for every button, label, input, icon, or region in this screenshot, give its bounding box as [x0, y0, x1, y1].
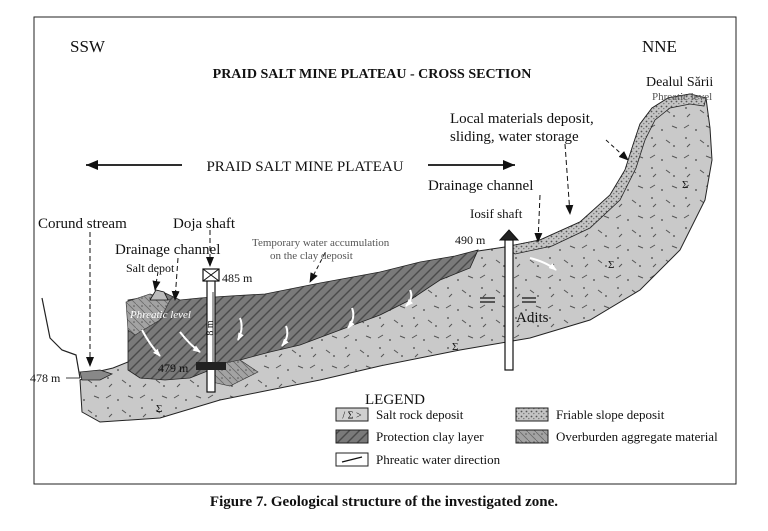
water-arrow-3 [237, 317, 244, 341]
legend-phreatic-arrow-icon [341, 456, 363, 463]
legend-swatch-overburden [515, 429, 549, 444]
leader-local-materials [564, 143, 574, 215]
label-salt-depot: Salt depot [126, 261, 175, 275]
figure-caption: Figure 7. Geological structure of the in… [209, 494, 559, 510]
legend-title: LEGEND [365, 392, 425, 408]
plateau-arrowhead-right [503, 160, 515, 170]
leader-temp-water [309, 252, 326, 283]
label-local-materials-line1: Local materials deposit, [450, 111, 594, 127]
water-arrow-6 [405, 289, 414, 307]
legend-swatch-salt-symbol: / Σ > [342, 411, 362, 422]
label-iosif-shaft: Iosif shaft [470, 206, 523, 221]
legend-label-salt-rock: Salt rock deposit [376, 407, 464, 422]
water-arrow-1 [141, 329, 161, 357]
leader-drainage-left [171, 257, 180, 301]
legend-swatch-salt-rock [335, 407, 369, 422]
iosif-shaft [504, 239, 514, 371]
water-arrow-4 [281, 325, 289, 347]
sigma-mark: Σ [608, 259, 614, 271]
stream-bed [79, 369, 114, 381]
label-elev-478: 478 m [30, 371, 61, 385]
label-phreatic-level-right: Phreatic level [652, 91, 712, 103]
water-arrow-2 [179, 331, 201, 353]
legend-swatch-clay [335, 429, 369, 444]
direction-ssw: SSW [70, 37, 106, 56]
water-arrow-7 [529, 257, 557, 271]
label-drainage-channel-right: Drainage channel [428, 178, 533, 194]
legend-label-clay: Protection clay layer [376, 429, 484, 444]
leader-salt-depot [152, 271, 161, 291]
legend-swatch-friable [515, 407, 549, 422]
legend-label-phreatic: Phreatic water direction [376, 452, 501, 467]
label-elev-485: 485 m [222, 271, 253, 285]
water-arrow-5 [347, 307, 355, 329]
label-temp-water-line2: on the clay deposit [270, 250, 353, 262]
valley-slope [41, 297, 81, 379]
overburden-aggregate-material [125, 293, 171, 336]
plateau-label: PRAID SALT MINE PLATEAU [206, 159, 403, 175]
doja-shaft-head-cross [202, 268, 220, 282]
iosif-shaft-head [498, 229, 520, 241]
label-shaft-depth: 8 m [205, 320, 216, 336]
label-elev-490: 490 m [455, 233, 486, 247]
sigma-mark: Σ [156, 403, 162, 415]
label-temp-water-line1: Temporary water accumulation [252, 237, 390, 249]
leader-local-materials-2 [605, 139, 629, 161]
adits-marks [480, 297, 536, 303]
legend-label-friable: Friable slope deposit [556, 407, 665, 422]
plateau-arrowhead-left [86, 160, 98, 170]
legend: LEGEND / Σ > Salt rock deposit Protectio… [335, 392, 718, 467]
friable-slope-deposit [504, 93, 707, 255]
label-doja-shaft: Doja shaft [173, 216, 236, 232]
label-elev-479: 479 m [158, 361, 189, 375]
label-corund-stream: Corund stream [38, 216, 127, 232]
label-drainage-channel-left: Drainage channel [115, 242, 220, 258]
legend-label-overburden: Overburden aggregate material [556, 429, 718, 444]
salt-depot-mound [149, 289, 169, 301]
label-dealul-sarii: Dealul Sării [646, 75, 713, 90]
drain-base-doja [196, 362, 226, 370]
label-local-materials-line2: sliding, water storage [450, 129, 579, 145]
direction-nne: NNE [642, 37, 677, 56]
sigma-mark: Σ [682, 179, 688, 191]
sigma-mark: Σ [452, 341, 458, 353]
diagram-title: PRAID SALT MINE PLATEAU - CROSS SECTION [213, 67, 532, 82]
label-adits: Adits [516, 310, 549, 326]
label-phreatic-level-left: Phreatic level [129, 309, 191, 321]
